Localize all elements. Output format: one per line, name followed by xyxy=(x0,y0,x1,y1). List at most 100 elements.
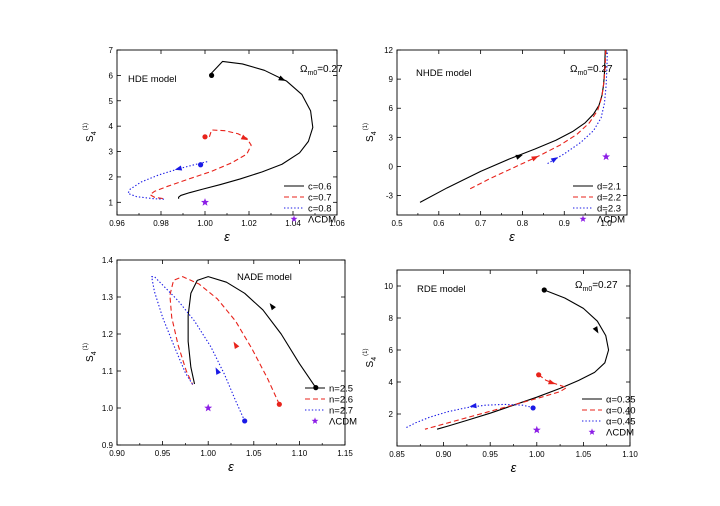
model-label: NADE model xyxy=(237,272,292,283)
legend-label: d=2.1 xyxy=(597,182,621,193)
x-tick-label: 0.95 xyxy=(155,449,171,458)
lcdm-star xyxy=(201,198,209,206)
y-tick-label: 1.0 xyxy=(102,404,114,413)
y-tick-label: 1.4 xyxy=(102,256,114,265)
x-axis-label: ε xyxy=(228,459,234,474)
y-tick-label: 1.2 xyxy=(102,330,114,339)
legend-star-icon xyxy=(290,215,298,222)
y-tick-label: 6 xyxy=(389,346,394,355)
x-tick-label: 0.98 xyxy=(153,219,169,228)
x-tick-label: 0.90 xyxy=(436,450,452,459)
series-line-1 xyxy=(178,60,314,199)
x-tick-label: 0.96 xyxy=(109,219,125,228)
x-axis-label: ε xyxy=(224,229,230,244)
direction-arrow xyxy=(215,367,221,375)
plot-frame xyxy=(116,259,346,446)
x-tick-label: 0.85 xyxy=(389,450,405,459)
x-tick-label: 0.7 xyxy=(475,219,487,228)
omega-label: Ωm0=0.27 xyxy=(575,280,618,293)
x-tick-label: 0.6 xyxy=(433,219,445,228)
direction-arrow xyxy=(515,154,523,160)
x-axis-label: ε xyxy=(509,229,515,244)
x-tick-label: 1.06 xyxy=(329,219,345,228)
x-tick-label: 1.05 xyxy=(576,450,592,459)
start-marker xyxy=(209,72,215,78)
legend-label: n=2.5 xyxy=(329,384,353,395)
omega-label: Ωm0=0.27 xyxy=(300,64,343,77)
series-line-1 xyxy=(187,276,317,388)
omega-label: Ωm0=0.27 xyxy=(570,64,613,77)
legend-label: α=0.45 xyxy=(606,417,636,428)
legend-label: n=2.6 xyxy=(329,395,353,406)
x-tick-label: 1.10 xyxy=(622,450,638,459)
y-tick-label: 7 xyxy=(109,46,114,55)
legend-label: α=0.35 xyxy=(606,395,636,406)
y-tick-label: 4 xyxy=(389,378,394,387)
legend-label: ΛCDM xyxy=(329,417,357,428)
model-label: HDE model xyxy=(128,74,177,85)
y-axis-label: S4(1) xyxy=(83,123,98,142)
y-tick-label: 1 xyxy=(109,198,114,207)
legend-label: c=0.8 xyxy=(308,204,332,215)
series-line-3 xyxy=(127,161,208,200)
x-tick-label: 1.00 xyxy=(200,449,216,458)
y-tick-label: 0.9 xyxy=(102,441,114,450)
legend-label: ΛCDM xyxy=(606,428,634,439)
series-line-1 xyxy=(436,289,610,430)
lcdm-star xyxy=(204,403,213,412)
x-tick-label: 1.00 xyxy=(197,219,213,228)
direction-arrow xyxy=(269,303,276,311)
y-tick-label: 3 xyxy=(389,133,394,142)
start-marker xyxy=(541,287,547,293)
direction-arrow xyxy=(278,75,286,81)
direction-arrow xyxy=(550,157,559,163)
y-tick-label: 1.1 xyxy=(102,367,114,376)
start-marker xyxy=(198,162,204,168)
x-axis-label: ε xyxy=(511,460,517,475)
x-tick-label: 1.10 xyxy=(292,449,308,458)
series-line-2 xyxy=(149,129,252,200)
direction-arrow xyxy=(548,379,556,385)
legend-star-icon xyxy=(311,417,319,424)
legend-label: ΛCDM xyxy=(308,215,336,226)
y-tick-label: 6 xyxy=(389,104,394,113)
start-marker xyxy=(242,418,248,424)
y-tick-label: 10 xyxy=(384,282,393,291)
y-axis-label: S4(1) xyxy=(83,343,98,362)
legend-label: α=0.40 xyxy=(606,406,636,417)
legend-label: n=2.7 xyxy=(329,406,353,417)
y-tick-label: 9 xyxy=(389,75,394,84)
x-tick-label: 1.04 xyxy=(285,219,301,228)
start-marker xyxy=(276,401,282,407)
x-tick-label: 0.9 xyxy=(559,219,571,228)
y-tick-label: 0 xyxy=(389,162,394,171)
model-label: RDE model xyxy=(417,284,466,295)
direction-arrow xyxy=(469,403,477,409)
x-tick-label: 0.5 xyxy=(391,219,403,228)
y-tick-label: 2 xyxy=(109,173,114,182)
x-tick-label: 1.00 xyxy=(529,450,545,459)
y-tick-label: 12 xyxy=(384,46,393,55)
direction-arrow xyxy=(592,326,599,334)
y-tick-label: 2 xyxy=(389,410,394,419)
lcdm-star xyxy=(602,152,611,161)
series-line-3 xyxy=(406,403,534,429)
y-tick-label: -3 xyxy=(386,192,394,201)
series-line-3 xyxy=(547,50,608,165)
x-tick-label: 0.95 xyxy=(482,450,498,459)
x-tick-label: 1.02 xyxy=(241,219,257,228)
y-axis-label: S4(1) xyxy=(363,349,378,368)
start-marker xyxy=(530,405,536,411)
direction-arrow xyxy=(174,165,183,171)
direction-arrow xyxy=(240,134,249,141)
y-tick-label: 5 xyxy=(109,97,114,106)
lcdm-star xyxy=(532,425,541,434)
x-tick-label: 1.05 xyxy=(246,449,262,458)
start-marker xyxy=(202,134,208,140)
